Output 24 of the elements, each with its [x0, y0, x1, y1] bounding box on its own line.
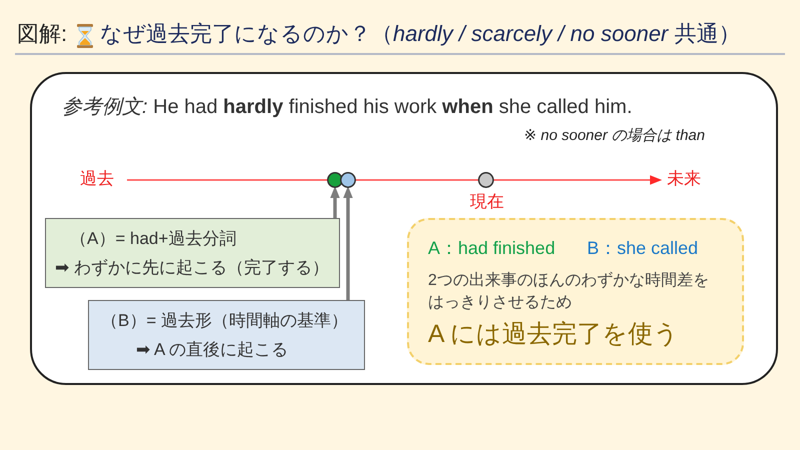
explanation-text: 2つの出来事のほんのわずかな時間差をはっきりさせるため: [428, 270, 710, 313]
title-prefix: 図解:: [17, 21, 68, 48]
key-label: A：had finished: [428, 238, 556, 260]
axis-label: 過去: [80, 169, 114, 190]
timeline-dot: [327, 172, 343, 188]
title-text: なぜ過去完了になるのか？（hardly / scarcely / no sooner 共通）: [100, 21, 740, 48]
key-label: B：she called: [587, 238, 698, 260]
example-panel: [30, 72, 778, 385]
timeline-dot: [340, 172, 356, 188]
explanation-box: [45, 218, 340, 288]
note-text: ※ no sooner の場合は than: [523, 127, 705, 145]
axis-label: 未来: [667, 169, 701, 190]
arrow: [343, 186, 353, 300]
formula-text: （A）= had+過去分詞: [70, 229, 236, 250]
meaning-text: ➡ A の直後に起こる: [136, 340, 288, 360]
meaning-text: ➡ わずかに先に起こる（完了する）: [55, 258, 329, 278]
timeline-dot: [478, 172, 494, 188]
conclusion-text: A には過去完了を使う: [428, 319, 680, 349]
callout-box: [407, 218, 744, 365]
explanation-box: [88, 300, 365, 370]
formula-text: （B）= 過去形（時間軸の基準）: [101, 311, 348, 332]
arrow: [330, 186, 340, 218]
example-sentence: 参考例文: He had hardly finished his work when she called him.: [62, 95, 632, 119]
time-label: 現在: [470, 192, 504, 212]
